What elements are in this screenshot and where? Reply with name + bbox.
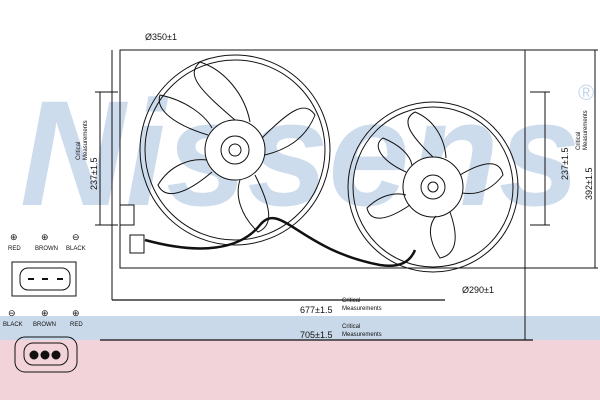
inner-width-critical-1: Critical <box>342 298 360 304</box>
blue-band <box>0 316 600 340</box>
top-pin2-label: BROWN <box>35 246 58 252</box>
connector-bottom-body <box>14 336 78 373</box>
small-fan-hub <box>402 156 464 218</box>
right-critical-2: Measurements <box>583 110 589 150</box>
outer-width-critical-1: Critical <box>342 324 360 330</box>
large-fan-ring <box>139 54 331 246</box>
registered-mark: ® <box>578 80 594 105</box>
left-height-value: 237±1.5 <box>89 158 99 190</box>
pink-band <box>0 340 600 400</box>
watermark-logo: Nissens <box>20 69 580 237</box>
plug-upper <box>119 204 135 226</box>
small-fan-blades <box>366 111 504 259</box>
right-inner-height-value: 237±1.5 <box>560 148 570 180</box>
large-fan-hub <box>204 119 266 181</box>
inner-width-critical-2: Measurements <box>342 306 382 312</box>
plug-lower <box>129 234 145 254</box>
outer-width-value: 705±1.5 <box>300 330 332 340</box>
large-fan-diameter: Ø350±1 <box>145 32 177 42</box>
bottom-pin2-label: BROWN <box>33 322 56 328</box>
connector-top-body <box>11 261 77 297</box>
bottom-pin2-polarity: ⊕ <box>41 308 49 318</box>
bottom-pin1-label: BLACK <box>3 322 23 328</box>
large-fan-blades <box>157 61 316 233</box>
top-pin3-polarity: ⊖ <box>72 232 80 242</box>
left-critical-2: Measurements <box>83 120 89 160</box>
small-fan-ring <box>347 101 519 273</box>
bottom-pin3-polarity: ⊕ <box>72 308 80 318</box>
outer-width-critical-2: Measurements <box>342 332 382 338</box>
top-pin3-label: BLACK <box>66 246 86 252</box>
top-pin1-polarity: ⊕ <box>10 232 18 242</box>
inner-width-value: 677±1.5 <box>300 305 332 315</box>
right-outer-height-value: 392±1.5 <box>584 168 594 200</box>
right-critical-1: Critical <box>576 132 582 150</box>
left-critical-1: Critical <box>76 142 82 160</box>
top-pin1-label: RED <box>8 246 21 252</box>
small-fan-diameter: Ø290±1 <box>462 285 494 295</box>
bottom-pin3-label: RED <box>70 322 83 328</box>
top-pin2-polarity: ⊕ <box>41 232 49 242</box>
wire-harness <box>144 217 417 267</box>
bottom-pin1-polarity: ⊖ <box>8 308 16 318</box>
